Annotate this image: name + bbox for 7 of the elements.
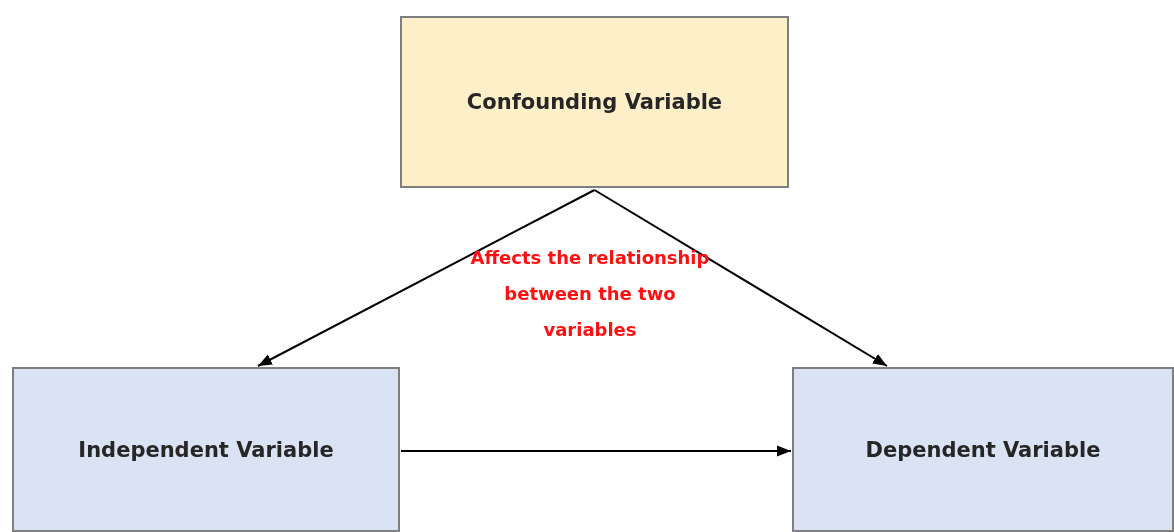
arrow xyxy=(593,189,888,367)
variable-box: Independent Variable xyxy=(12,367,400,532)
arrow xyxy=(400,445,792,457)
arrow xyxy=(257,189,596,367)
annotation-text: Affects the relationship between the two variables xyxy=(469,246,711,342)
variable-box: Dependent Variable xyxy=(792,367,1174,532)
variable-box: Confounding Variable xyxy=(400,16,789,188)
